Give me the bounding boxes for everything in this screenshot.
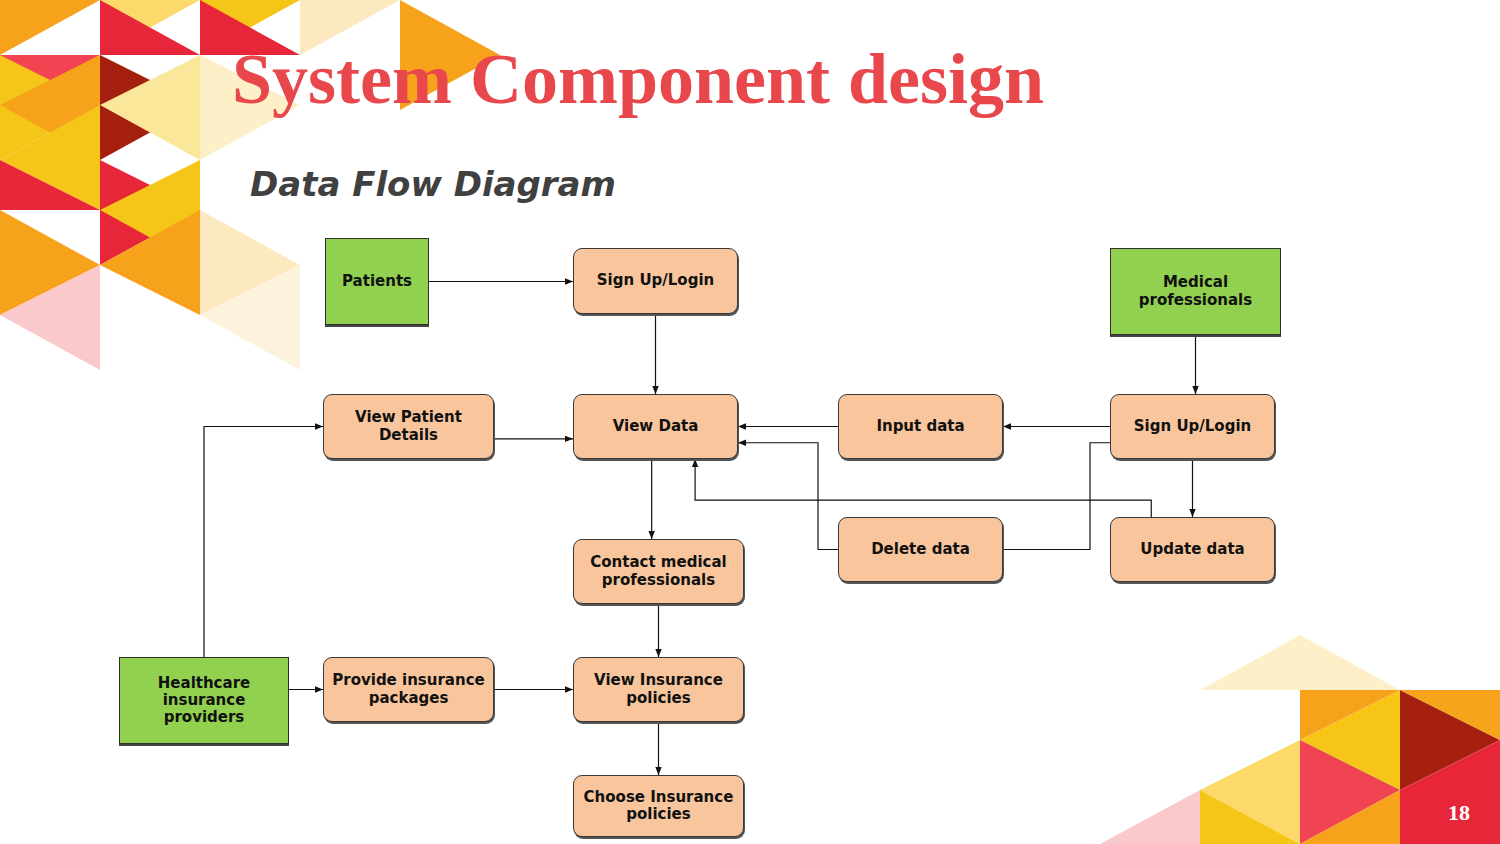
external-entity: Medical professionals — [1110, 248, 1281, 335]
node-text: Sign Up/Login — [593, 269, 718, 292]
process-box: View Data — [573, 394, 738, 459]
flow-arrow — [738, 443, 838, 550]
process-box: Sign Up/Login — [573, 248, 738, 314]
flow-arrow — [1195, 335, 1196, 394]
triangle — [1300, 790, 1400, 844]
triangle — [0, 265, 100, 370]
flow-arrow — [1003, 426, 1110, 427]
node-text: Sign Up/Login — [1130, 415, 1255, 438]
triangle — [0, 105, 100, 210]
node-text: Delete data — [867, 538, 974, 561]
process-box: View Patient Details — [323, 394, 494, 459]
process-box: Sign Up/Login — [1110, 394, 1275, 459]
triangle — [1200, 740, 1300, 844]
external-entity: Patients — [325, 238, 429, 325]
triangle — [1300, 690, 1400, 740]
flow-arrow — [1003, 443, 1110, 550]
process-box: Update data — [1110, 517, 1275, 582]
triangle — [0, 0, 100, 55]
node-text: View Data — [609, 415, 703, 438]
flow-arrow — [494, 689, 573, 690]
flow-arrow — [738, 426, 838, 427]
process-box: Provide insurance packages — [323, 657, 494, 722]
external-entity: Healthcare insurance providers — [119, 657, 289, 744]
triangle — [100, 210, 200, 315]
flow-arrow — [204, 427, 323, 658]
node-text: Input data — [872, 415, 968, 438]
flow-arrow — [658, 604, 659, 657]
node-text: Patients — [338, 270, 416, 293]
process-box: Input data — [838, 394, 1003, 459]
triangle — [0, 160, 100, 210]
slide-subtitle: Data Flow Diagram — [250, 164, 616, 204]
node-text: Contact medical professionals — [574, 551, 743, 592]
flow-arrow — [1192, 459, 1193, 517]
flow-arrow — [695, 459, 1151, 517]
triangle — [1400, 740, 1500, 844]
triangle — [100, 0, 200, 55]
node-text: Healthcare insurance providers — [120, 672, 288, 730]
slide-title: System Component design — [232, 38, 1044, 121]
triangle — [1200, 790, 1300, 844]
flow-arrow — [429, 281, 573, 282]
node-text: Choose Insurance policies — [574, 786, 743, 827]
triangle — [100, 55, 200, 160]
process-box: Choose Insurance policies — [573, 775, 744, 837]
process-box: Contact medical professionals — [573, 539, 744, 604]
flow-arrow — [658, 722, 659, 775]
triangle — [100, 55, 200, 160]
node-text: View Patient Details — [324, 406, 493, 447]
triangle — [1400, 690, 1500, 740]
triangle — [1100, 790, 1200, 844]
flow-arrow — [651, 459, 652, 539]
node-text: Medical professionals — [1111, 271, 1280, 312]
flow-arrow — [494, 438, 573, 439]
process-box: Delete data — [838, 517, 1003, 582]
node-text: Provide insurance packages — [324, 669, 493, 710]
page-number: 18 — [1448, 800, 1470, 826]
triangle — [200, 265, 300, 370]
triangle — [1200, 635, 1400, 690]
flow-arrow — [289, 689, 323, 690]
triangle — [1300, 740, 1400, 844]
node-text: Update data — [1136, 538, 1249, 561]
flow-arrow — [655, 314, 656, 394]
triangle — [100, 0, 200, 55]
node-text: View Insurance policies — [574, 669, 743, 710]
process-box: View Insurance policies — [573, 657, 744, 722]
